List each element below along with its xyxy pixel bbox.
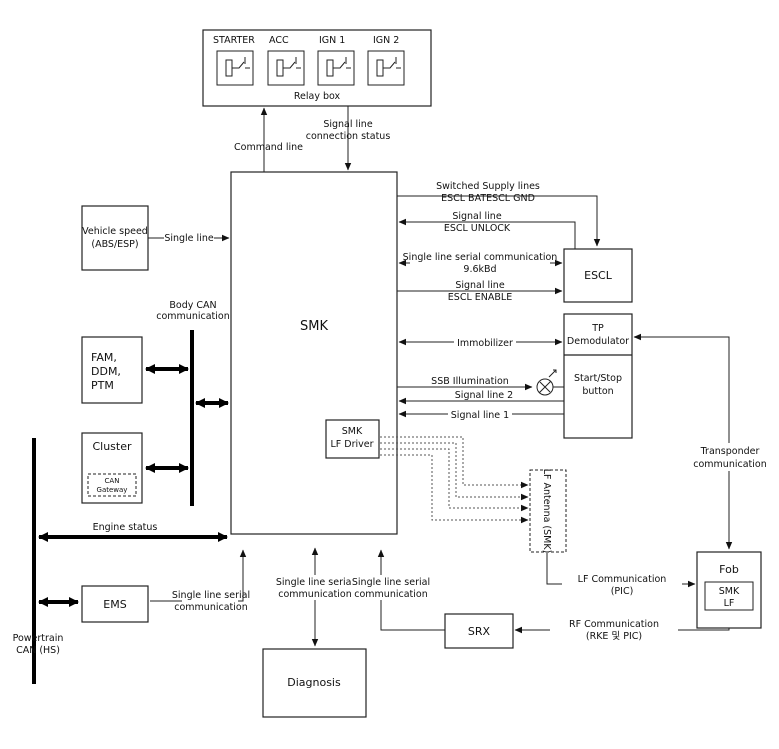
- immobilizer-label-bg: [454, 336, 516, 348]
- fob-title: Fob: [719, 563, 739, 576]
- fam-label-1: FAM,: [91, 351, 117, 364]
- serial-96-label-2: 9.6kBd: [463, 264, 496, 275]
- start-stop-label-2: button: [582, 386, 613, 397]
- ems-serial-label-2: communication: [174, 602, 247, 613]
- start-stop-label-1: Start/Stop: [574, 373, 622, 384]
- relay-box: STARTER ACC IGN 1 IGN 2 Relay box: [202, 29, 432, 107]
- signal-enable-label-2: ESCL ENABLE: [448, 292, 512, 303]
- smk-lf-label-1: SMK: [719, 586, 740, 597]
- switched-supply-line: [397, 195, 601, 247]
- command-line-label: Command line: [234, 142, 303, 153]
- lf-comm-label-bg: [562, 572, 682, 597]
- signal-enable-label-1: Signal line: [455, 280, 505, 291]
- escl-block: ESCL: [563, 248, 633, 303]
- rf-comm-label-2: (RKE 및 PIC): [586, 630, 642, 642]
- signal-connection-label-2: connection status: [306, 131, 391, 142]
- relay-acc-symbol: [267, 50, 305, 86]
- diagnosis-block: Diagnosis: [262, 648, 367, 718]
- body-can-label-1: Body CAN: [169, 300, 216, 311]
- ems-serial-label-bg: [182, 588, 238, 613]
- smk-title: SMK: [300, 319, 328, 334]
- body-can-label-2: communication: [156, 311, 229, 322]
- signal-line-2-label: Signal line 2: [455, 390, 513, 401]
- powertrain-label-2: CAN (HS): [16, 645, 60, 656]
- relay-ign1-symbol: [317, 50, 355, 86]
- srx-block: SRX: [444, 613, 514, 649]
- serial-96-label-bg: [410, 250, 550, 275]
- single-line-label-bg: [164, 231, 214, 243]
- ems-serial-label-1: Single line serial: [172, 590, 250, 601]
- serial-96-label-1: Single line serial communication: [403, 252, 558, 263]
- can-gateway-label-2: Gateway: [97, 486, 128, 494]
- signal-unlock-line: [398, 218, 576, 249]
- diagnosis-title: Diagnosis: [287, 676, 341, 689]
- rf-comm-label-1: RF Communication: [569, 619, 659, 630]
- smk-block: SMK: [230, 171, 398, 535]
- signal-unlock-label-2: ESCL UNLOCK: [444, 223, 511, 234]
- tp-startstop-block: TP Demodulator Start/Stop button: [563, 313, 633, 439]
- signal-line-1-label: Signal line 1: [451, 410, 509, 421]
- relay-label-acc: ACC: [269, 35, 289, 46]
- cluster-title: Cluster: [92, 440, 132, 453]
- srx-title: SRX: [468, 625, 491, 638]
- fam-block: FAM, DDM, PTM: [81, 336, 143, 404]
- switched-supply-label-1: Switched Supply lines: [436, 181, 540, 192]
- smk-lf-driver-block: SMK LF Driver: [325, 419, 380, 459]
- switched-supply-label-2: ESCL BATESCL GND: [441, 193, 535, 204]
- vehicle-speed-block: Vehicle speed (ABS/ESP): [81, 205, 149, 271]
- cluster-block: Cluster CAN Gateway: [81, 432, 143, 504]
- relay-starter-symbol: [216, 50, 254, 86]
- engine-status-label: Engine status: [93, 522, 158, 533]
- transponder-label-1: Transponder: [700, 446, 760, 457]
- tp-label-1: TP: [591, 323, 604, 334]
- vehicle-speed-label-2: (ABS/ESP): [91, 239, 138, 250]
- ems-block: EMS: [81, 585, 149, 623]
- transponder-label-bg: [686, 443, 774, 471]
- ems-serial-line: [150, 549, 247, 602]
- tp-label-2: Demodulator: [567, 336, 629, 347]
- lf-antenna-label: LF Antenna (SMK): [541, 469, 552, 554]
- lf-antenna-block: LF Antenna (SMK): [529, 469, 567, 554]
- srx-serial-label-bg: [352, 575, 430, 600]
- smk-lf-label-2: LF: [724, 598, 735, 609]
- ems-title: EMS: [103, 598, 126, 611]
- lf-comm-label-2: (PIC): [611, 586, 634, 597]
- diag-serial-label-1: Single line serial: [276, 577, 354, 588]
- smk-lf-driver-label-2: LF Driver: [330, 439, 373, 450]
- relay-symbols: [216, 50, 405, 86]
- smk-lf-driver-label-1: SMK: [342, 426, 363, 437]
- srx-serial-label-2: communication: [354, 589, 427, 600]
- lamp-icon: [536, 369, 557, 396]
- lf-driver-antenna-wires: [380, 436, 529, 524]
- single-line-label: Single line: [164, 233, 214, 244]
- relay-label-starter: STARTER: [213, 35, 255, 46]
- lf-comm-label-1: LF Communication: [578, 574, 667, 585]
- vehicle-speed-label-1: Vehicle speed: [82, 226, 148, 237]
- relay-box-title: Relay box: [294, 91, 341, 102]
- fam-label-2: DDM,: [91, 365, 121, 378]
- diag-serial-label-bg: [276, 575, 354, 600]
- powertrain-label-1: Powertrain: [13, 633, 64, 644]
- diag-serial-label-2: communication: [278, 589, 351, 600]
- fam-label-3: PTM: [91, 379, 114, 392]
- relay-label-ign2: IGN 2: [373, 35, 399, 46]
- relay-ign2-symbol: [367, 50, 405, 86]
- rf-comm-label-bg: [550, 617, 678, 642]
- transponder-label-2: communication: [693, 459, 766, 470]
- escl-title: ESCL: [584, 269, 613, 282]
- relay-label-ign1: IGN 1: [319, 35, 345, 46]
- srx-serial-label-1: Single line serial: [352, 577, 430, 588]
- signal-unlock-label-1: Signal line: [452, 211, 502, 222]
- transponder-line: [633, 333, 733, 550]
- ssb-illumination-label: SSB Illumination: [431, 376, 509, 387]
- signal-connection-label-1: Signal line: [323, 119, 373, 130]
- can-gateway-label-1: CAN: [105, 477, 120, 485]
- signal-line-1-label-bg: [448, 408, 512, 420]
- fob-block: Fob SMK LF: [696, 551, 762, 629]
- immobilizer-label: Immobilizer: [457, 338, 513, 349]
